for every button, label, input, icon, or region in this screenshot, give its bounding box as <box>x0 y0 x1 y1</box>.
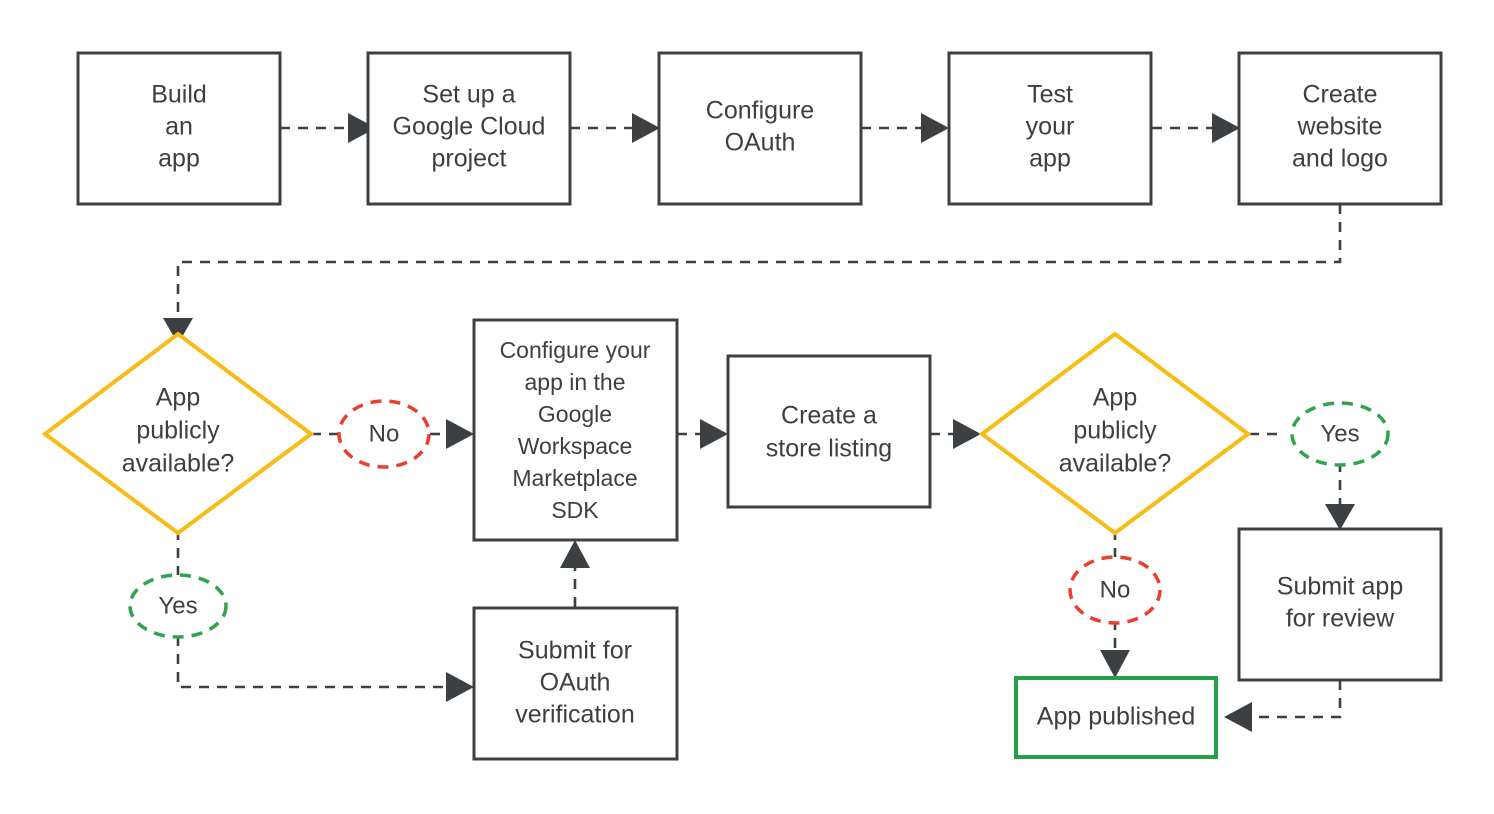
node-configure-oauth[interactable]: Configure OAuth <box>657 51 863 206</box>
node-configure-sdk-line-4: Marketplace <box>512 465 637 491</box>
arrowhead-oauth-to-test <box>921 113 949 143</box>
node-submit-app-review-line-0: Submit app <box>1277 573 1403 601</box>
node-app-published[interactable]: App published <box>1014 676 1218 759</box>
arrowhead-setup-to-oauth <box>632 113 660 143</box>
node-submit-oauth-verification-line-1: OAuth <box>540 669 611 697</box>
node-create-store-listing-line-0: Create a <box>781 402 877 430</box>
edge-label-right-yes: Yes <box>1290 401 1390 467</box>
node-test-your-app-line-2: app <box>1029 145 1071 173</box>
node-decision-right-line-0: App <box>1093 384 1137 412</box>
no-chip-left-shape <box>337 399 431 469</box>
edge-label-right-no: No <box>1068 555 1162 625</box>
arrowhead-no-chip-to-app-published <box>1100 650 1130 678</box>
node-create-store-listing-line-1: store listing <box>766 435 892 463</box>
node-submit-oauth-verification[interactable]: Submit for OAuth verification <box>472 606 679 761</box>
node-configure-sdk-shape <box>472 318 679 542</box>
node-decision-left-line-2: available? <box>122 450 235 478</box>
node-configure-sdk-line-0: Configure your <box>500 337 651 363</box>
node-set-up-project-line-1: Google Cloud <box>393 113 546 141</box>
node-decision-left-line-1: publicly <box>136 417 220 445</box>
no-chip-right-shape <box>1068 555 1162 625</box>
edge-submit-review-to-app-published <box>1252 680 1342 719</box>
node-configure-oauth-shape <box>657 51 863 206</box>
node-create-website-logo-line-1: website <box>1297 113 1383 141</box>
arrowhead-store-listing-to-decision-right <box>953 419 981 449</box>
node-submit-oauth-verification-line-2: verification <box>515 701 635 729</box>
node-configure-sdk-line-5: SDK <box>551 497 599 523</box>
edge-label-left-no: No <box>337 399 431 469</box>
node-configure-sdk-line-2: Google <box>538 401 612 427</box>
arrowhead-submit-review-to-app-published <box>1224 702 1252 732</box>
node-app-published-shape <box>1014 676 1218 759</box>
node-decision-left[interactable]: App publicly available? <box>41 331 315 536</box>
node-configure-sdk-line-1: app in the <box>524 369 625 395</box>
node-set-up-project-line-0: Set up a <box>422 81 515 109</box>
edge-website-to-decision-left <box>176 204 1342 318</box>
node-decision-right-line-2: available? <box>1059 450 1172 478</box>
arrowhead-build-to-setup <box>348 113 376 143</box>
node-test-your-app[interactable]: Test your app <box>947 51 1153 206</box>
yes-chip-right-label: Yes <box>1320 420 1359 447</box>
yes-chip-right-shape <box>1290 401 1390 467</box>
arrowhead-sdk-to-store-listing <box>700 419 728 449</box>
arrowhead-yes-chip-to-submit-review <box>1325 504 1355 530</box>
node-decision-right-line-1: publicly <box>1073 417 1157 445</box>
node-build-an-app-line-1: an <box>165 113 193 141</box>
arrowhead-test-to-website <box>1212 113 1240 143</box>
node-app-published-label: App published <box>1037 703 1195 731</box>
edge-label-left-yes: Yes <box>128 573 228 639</box>
node-test-your-app-line-0: Test <box>1027 81 1073 109</box>
arrowhead-yes-chip-to-oauth-verification <box>446 672 474 702</box>
no-chip-right-label: No <box>1100 576 1131 603</box>
node-set-up-project-line-2: project <box>431 145 506 173</box>
node-build-an-app[interactable]: Build an app <box>76 51 282 206</box>
node-build-an-app-line-2: app <box>158 145 200 173</box>
node-set-up-project-shape <box>366 51 572 206</box>
node-test-your-app-shape <box>947 51 1153 206</box>
edges-layer <box>163 113 1355 732</box>
node-create-store-listing[interactable]: Create a store listing <box>726 354 932 509</box>
arrowhead-no-chip-to-sdk <box>446 419 474 449</box>
node-create-website-logo-shape <box>1237 51 1443 206</box>
node-decision-right-shape <box>978 331 1252 536</box>
node-configure-sdk-line-3: Workspace <box>518 433 633 459</box>
node-submit-app-review-line-1: for review <box>1286 605 1395 633</box>
node-configure-oauth-line-0: Configure <box>706 97 814 125</box>
node-submit-app-review[interactable]: Submit app for review <box>1237 527 1443 682</box>
node-build-an-app-line-0: Build <box>151 81 207 109</box>
node-set-up-project[interactable]: Set up a Google Cloud project <box>366 51 572 206</box>
yes-chip-left-label: Yes <box>158 592 197 619</box>
arrowhead-website-to-decision-left <box>163 318 193 344</box>
node-submit-oauth-verification-line-0: Submit for <box>518 637 632 665</box>
node-test-your-app-line-1: your <box>1026 113 1075 141</box>
node-configure-sdk[interactable]: Configure your app in the Google Workspa… <box>472 318 679 542</box>
yes-chip-left-shape <box>128 573 228 639</box>
node-decision-left-shape <box>41 331 315 536</box>
no-chip-left-label: No <box>369 420 400 447</box>
node-configure-oauth-line-1: OAuth <box>725 129 796 157</box>
node-create-website-logo[interactable]: Create website and logo <box>1237 51 1443 206</box>
node-decision-right[interactable]: App publicly available? <box>978 331 1252 536</box>
node-submit-oauth-verification-shape <box>472 606 679 761</box>
node-decision-left-line-0: App <box>156 384 200 412</box>
node-build-an-app-shape <box>76 51 282 206</box>
node-create-website-logo-line-0: Create <box>1302 81 1377 109</box>
edge-yes-chip-to-oauth-verification <box>176 636 446 689</box>
arrowhead-oauth-verification-to-sdk <box>560 540 590 568</box>
node-submit-app-review-shape <box>1237 527 1443 682</box>
node-create-store-listing-shape <box>726 354 932 509</box>
node-create-website-logo-line-2: and logo <box>1292 145 1388 173</box>
